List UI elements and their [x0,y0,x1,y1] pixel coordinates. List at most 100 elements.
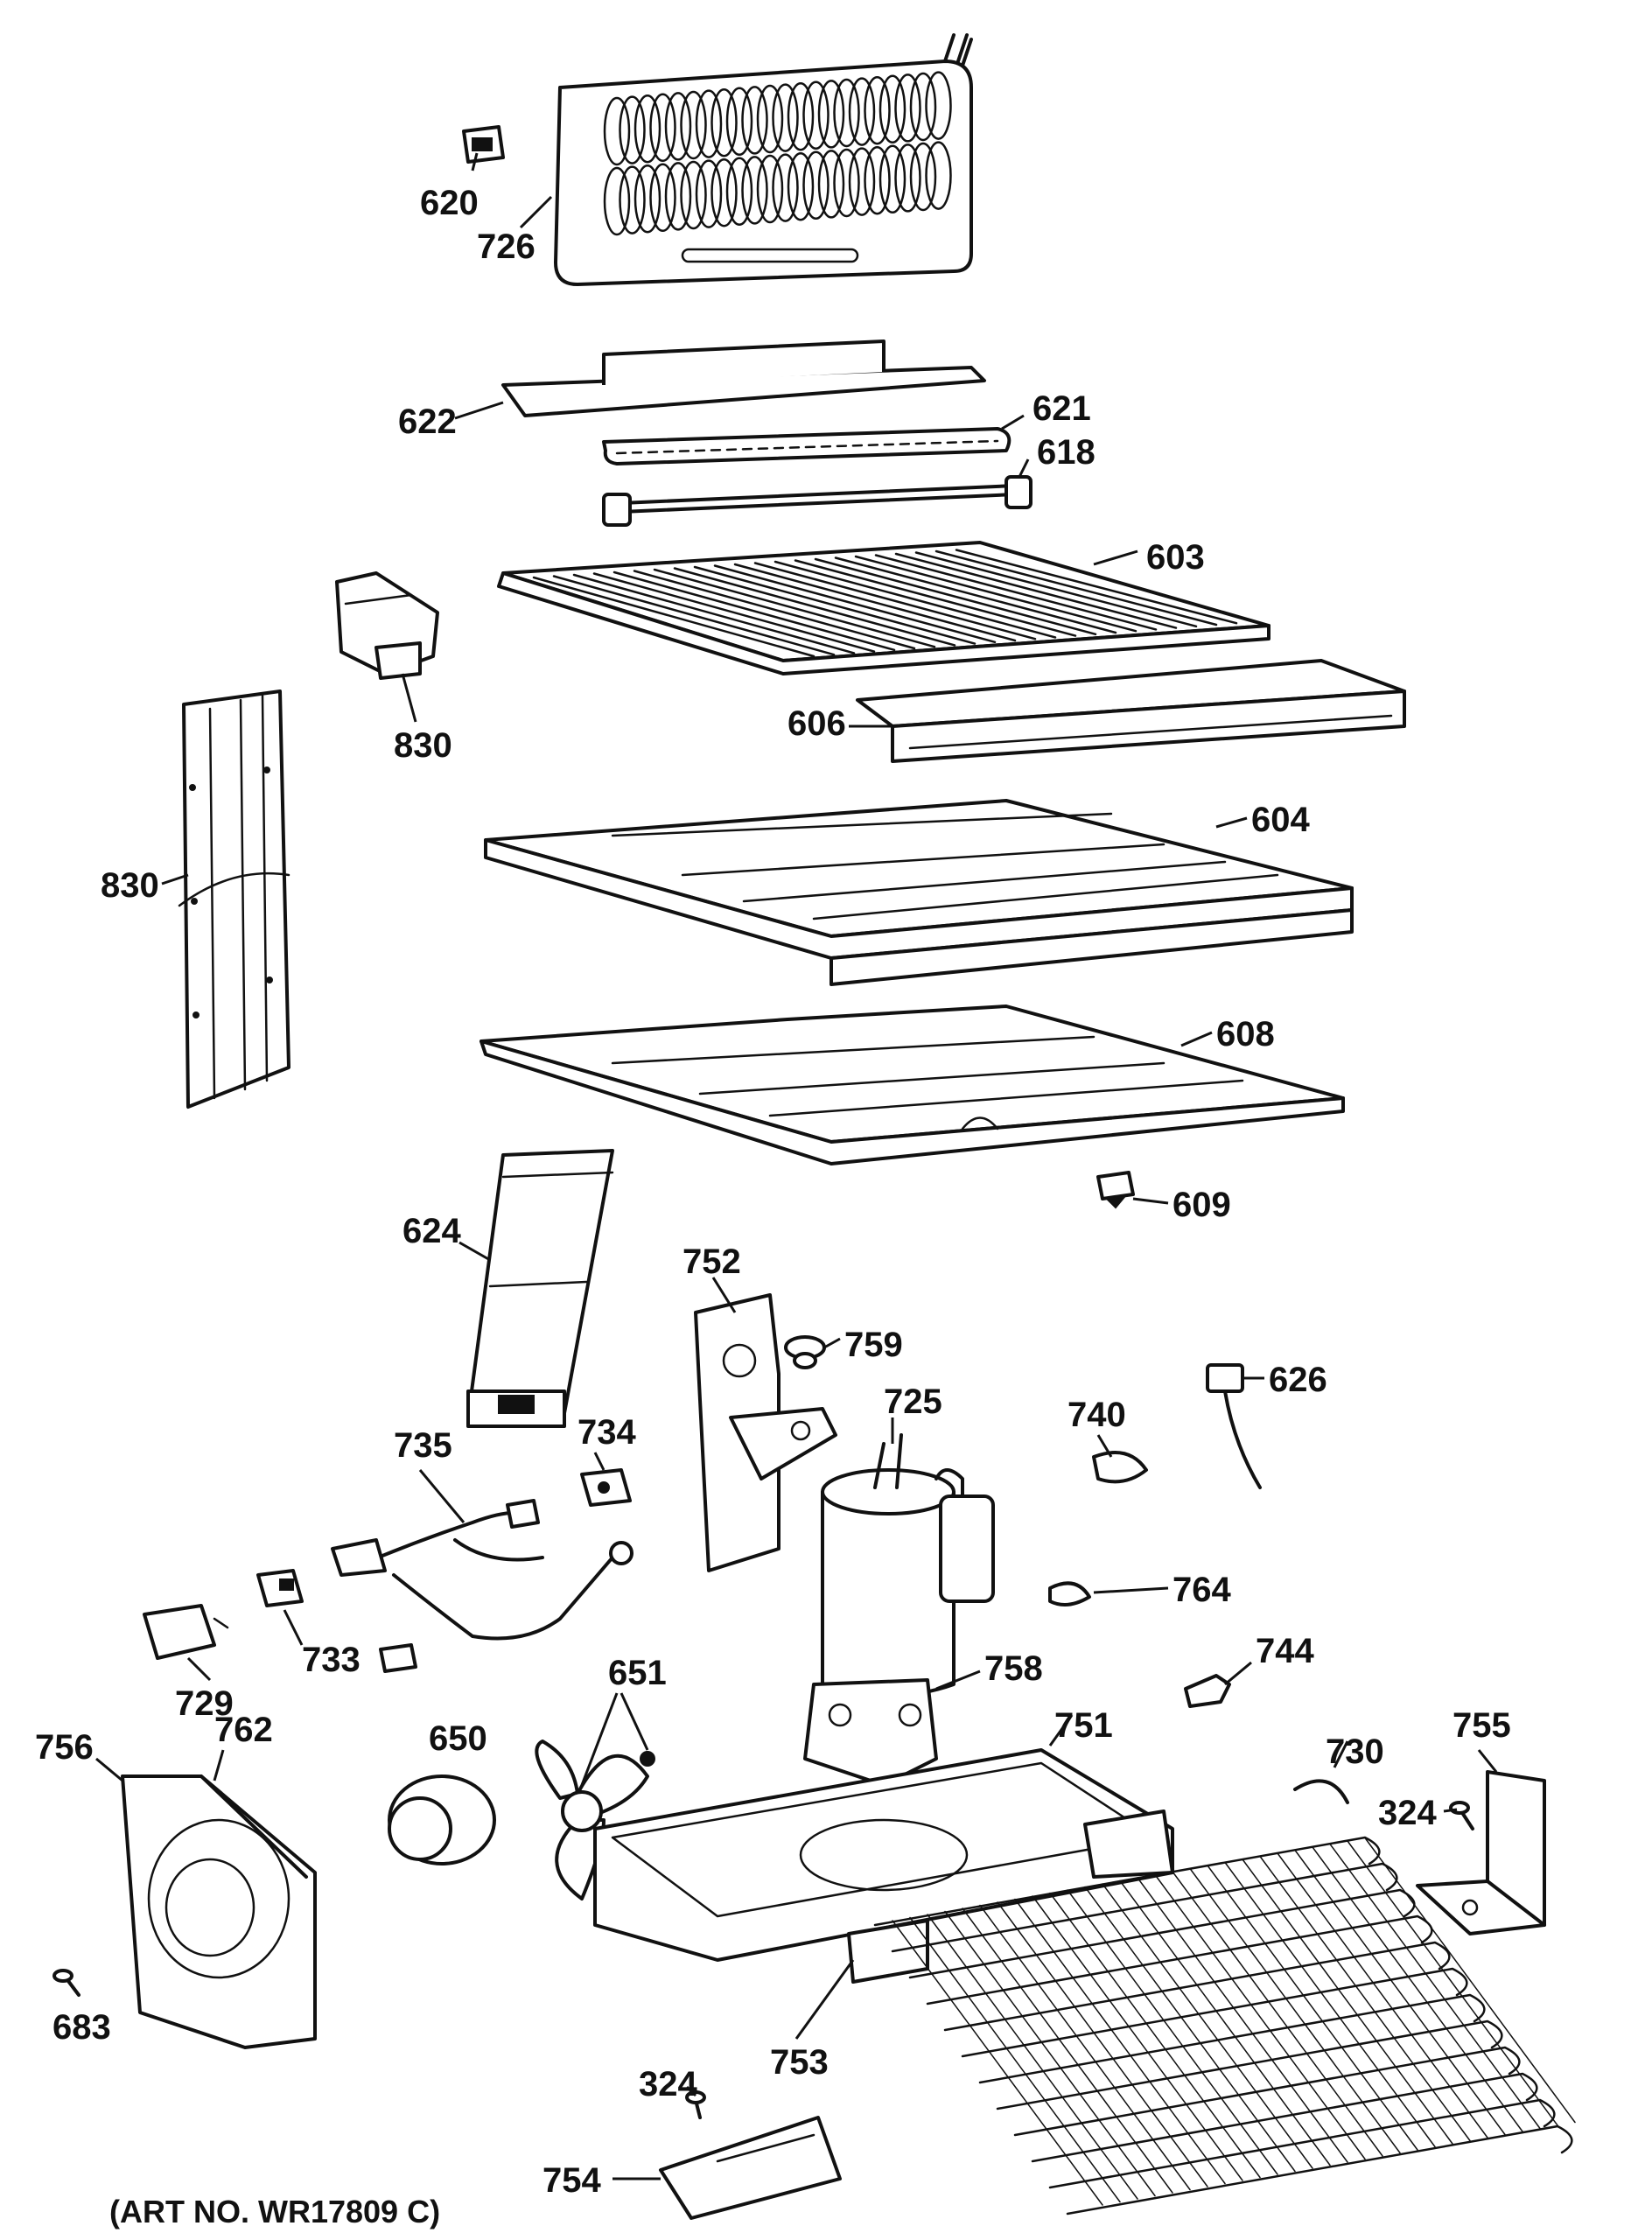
coil-turn [909,72,937,142]
shelf-rib [612,570,896,652]
compressor-725 [821,1433,995,1698]
label-764: 764 [1172,1571,1231,1609]
label-830-top: 830 [394,726,452,765]
label-650: 650 [429,1719,487,1758]
air-duct-624 [466,1149,614,1428]
label-725: 725 [884,1382,942,1421]
condenser-row [1066,2124,1573,2216]
condenser-wire [1014,1898,1226,2185]
label-830-side: 830 [101,866,159,905]
shelf-rib [955,549,1238,625]
coil-turn [649,163,676,233]
cover-plate-622 [501,340,986,417]
coil-turn [725,157,753,227]
coil-turn [787,81,815,151]
condenser-row [1048,2098,1556,2189]
coil-turn [603,166,631,236]
clip-609 [1096,1171,1135,1209]
coil-turn [741,86,768,155]
coil-turn [848,77,876,146]
condenser-wire [1364,1837,1576,2124]
screw-324-right [1449,1801,1474,1830]
art-number: (ART NO. WR17809 C) [109,2194,440,2230]
label-621: 621 [1032,389,1091,428]
shelf-rib [834,556,1117,634]
clip-620 [462,125,505,164]
coil-turn [787,151,815,221]
shelf-rib [914,551,1198,628]
coil-turn [634,164,662,234]
condenser-wire [1154,1873,1366,2160]
label-752: 752 [682,1242,741,1281]
coil-turn [756,154,784,224]
coil-turn [878,144,906,214]
coil-turn [848,147,876,216]
condenser-wire [1189,1867,1401,2154]
coil-turn [802,80,830,150]
label-622: 622 [398,402,457,441]
shelf-rib [532,576,816,658]
shelf-rib [673,567,956,647]
heater-rod-618 [602,475,1032,527]
label-651: 651 [608,1654,667,1692]
condenser-wire [1242,1858,1453,2145]
shelf-rib [934,550,1218,626]
condenser-wire [927,1914,1138,2200]
condenser-wire [1102,1883,1313,2169]
channel-830 [178,690,290,1109]
shelf-rib [713,564,997,644]
condenser-wire [909,1916,1121,2203]
label-726: 726 [477,228,536,266]
label-754: 754 [542,2161,601,2200]
condenser-row [996,2020,1503,2110]
label-606: 606 [788,704,846,743]
shelf-608 [480,1004,1345,1166]
relay-734 [580,1468,632,1507]
shelf-rib [774,560,1057,639]
coil-turn [833,148,860,218]
condenser-wire [892,1920,1103,2206]
coil-turn [725,87,753,157]
fan-shroud-756 [121,1774,317,2049]
coil-turn [741,156,768,225]
coil-turn [772,83,799,152]
condenser-row [1031,2072,1538,2163]
clip-740 [1092,1451,1148,1484]
label-608: 608 [1216,1015,1275,1054]
coil-turn [695,89,723,158]
condenser-wire [1119,1880,1331,2166]
coil-turn [649,93,676,163]
coil-turn [634,94,662,164]
shelf-603 [497,541,1270,676]
bracket-754 [659,2116,842,2220]
coil-turn [864,75,891,145]
condenser-wire [997,1901,1208,2188]
condenser-wire [1277,1852,1488,2138]
label-618: 618 [1037,433,1096,472]
condenser-wire [1312,1846,1523,2132]
coil-turn [817,80,845,149]
coil-turn [909,142,937,212]
coil-turn [664,92,692,161]
condenser-wire [1084,1886,1296,2173]
coil-turn [603,96,631,166]
fan-blade-651 [535,1740,655,1900]
shelf-rib [753,562,1037,640]
shelf-rib [653,568,936,648]
label-740: 740 [1068,1396,1126,1434]
shelf-rib [874,554,1158,631]
defrost-thermostat-626 [1206,1363,1262,1489]
label-755: 755 [1452,1706,1511,1745]
shelf-rib [814,557,1097,636]
bracket-755 [1416,1770,1546,1936]
coil-turn [894,74,921,143]
mount-758 [803,1678,938,1787]
condenser-wire [962,1908,1173,2194]
label-753: 753 [770,2043,829,2082]
shelf-rib [733,563,1017,642]
condenser-wire [1137,1877,1348,2163]
label-324-right: 324 [1378,1794,1437,1832]
condenser-730 [873,1779,1576,2216]
crisper-cover-606 [856,659,1406,763]
coil-turn [878,74,906,144]
